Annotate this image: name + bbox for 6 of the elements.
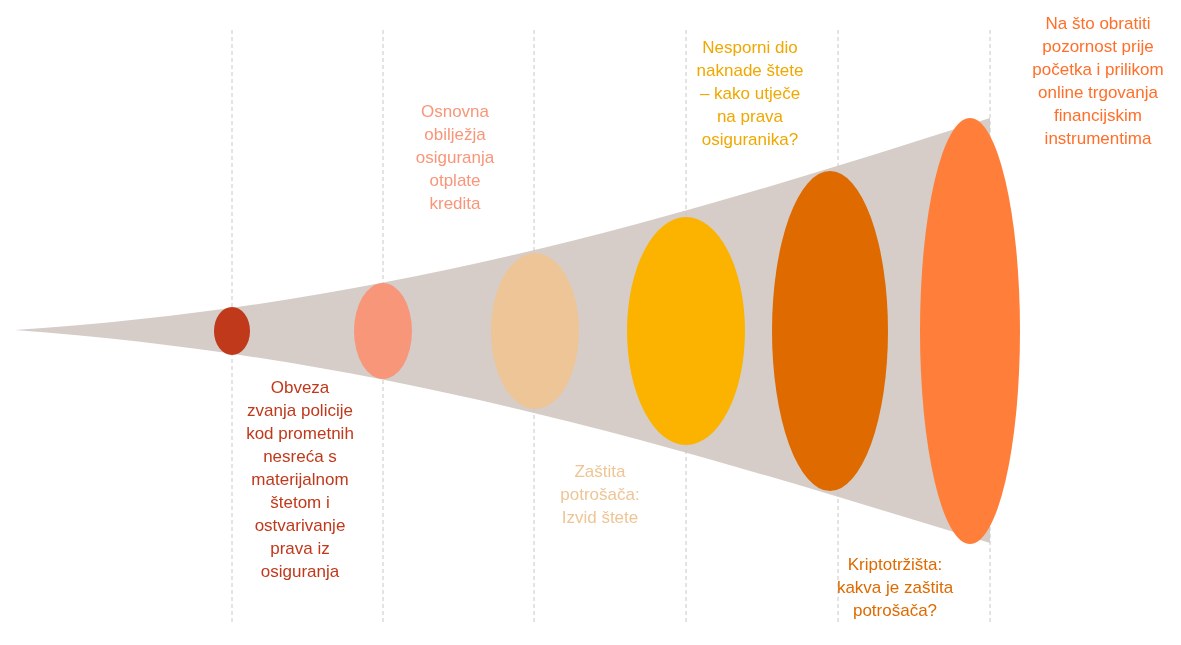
topic-label: Kriptotržišta: kakva je zaštita potrošača? (836, 554, 954, 622)
topic-label: Zaštita potrošača: Izvid štete (559, 461, 641, 529)
topic-label: Obveza zvanja policije kod prometnih nesreća s materijalnom štetom i ostvarivanje prava iz osiguranja (245, 377, 355, 583)
topic-label: Nesporni dio naknade štete – kako utječe na prava osiguranika? (695, 37, 805, 151)
topic-label: Na što obratiti pozornost prije početka i prilikom online trgovanja financijskim instrumentima (1031, 13, 1165, 150)
topic-label: Osnovna obilježja osiguranja otplate kredita (414, 101, 496, 215)
